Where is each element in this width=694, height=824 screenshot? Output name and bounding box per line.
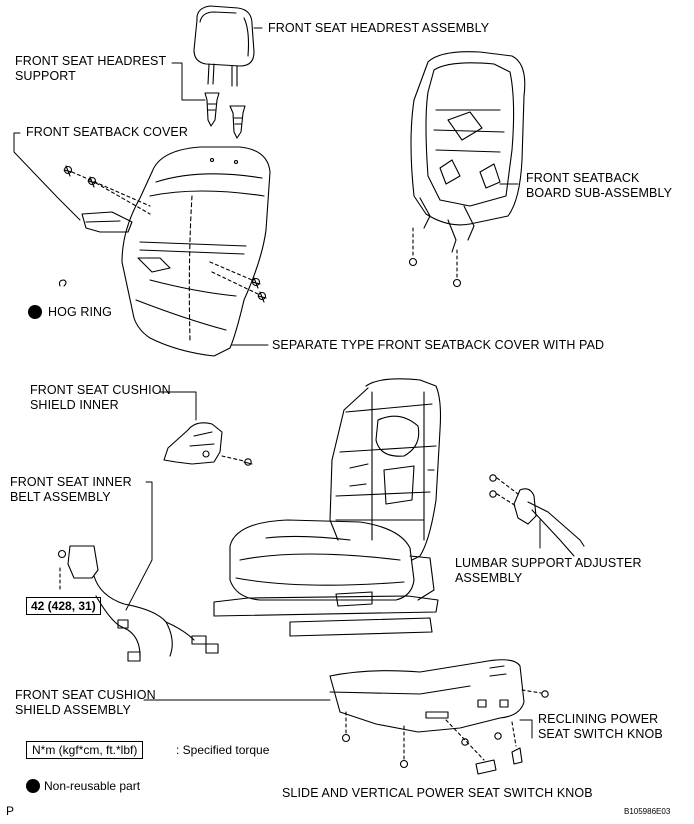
leader-inner-belt (125, 481, 153, 611)
non-reusable-marker-icon (28, 305, 42, 319)
label-cushion-shield-inner: FRONT SEAT CUSHION SHIELD INNER (30, 383, 171, 412)
label-headrest-assembly: FRONT SEAT HEADREST ASSEMBLY (268, 21, 490, 35)
seat-frame-illustration (213, 378, 442, 637)
lumbar-adjuster-illustration (489, 474, 585, 557)
torque-value-box: 42 (428, 31) (26, 597, 101, 615)
seatback-bolts (209, 261, 267, 303)
headrest-support-illustration (204, 92, 246, 139)
label-separate-cover: SEPARATE TYPE FRONT SEATBACK COVER WITH … (272, 338, 605, 352)
seatback-board-illustration (408, 51, 526, 288)
leader-lines-top (171, 27, 263, 101)
legend-non-reusable-text: Non-reusable part (44, 779, 141, 793)
legend-non-reusable-icon (26, 779, 40, 793)
figure-id: B105986E03 (624, 807, 671, 816)
cushion-shield-inner-illustration (163, 422, 253, 466)
label-cushion-shield: FRONT SEAT CUSHION SHIELD ASSEMBLY (15, 688, 156, 717)
label-headrest-support: FRONT SEAT HEADREST SUPPORT (15, 54, 167, 83)
label-seatback-cover: FRONT SEATBACK COVER (26, 125, 188, 139)
leader-lines-bottom (143, 699, 533, 739)
seatback-cover-bracket (13, 132, 151, 233)
hog-ring-icon (58, 279, 67, 287)
legend-torque-units-box: N*m (kgf*cm, ft.*lbf) (26, 741, 144, 759)
cushion-shield-illustration (329, 659, 549, 775)
page-marker: P (6, 804, 15, 818)
label-seatback-board: FRONT SEATBACK BOARD SUB-ASSEMBLY (526, 171, 673, 200)
seatback-pad-illustration (121, 146, 271, 357)
headrest-illustration (193, 5, 255, 87)
label-hog-ring: HOG RING (48, 305, 112, 319)
inner-belt-illustration (57, 545, 219, 662)
legend-torque-text: : Specified torque (176, 743, 270, 757)
leader-shield-inner (159, 391, 197, 421)
label-reclining-knob: RECLINING POWER SEAT SWITCH KNOB (538, 712, 663, 741)
label-inner-belt: FRONT SEAT INNER BELT ASSEMBLY (10, 475, 132, 504)
label-lumbar-adjuster: LUMBAR SUPPORT ADJUSTER ASSEMBLY (455, 556, 642, 585)
label-slide-knob: SLIDE AND VERTICAL POWER SEAT SWITCH KNO… (282, 786, 593, 800)
